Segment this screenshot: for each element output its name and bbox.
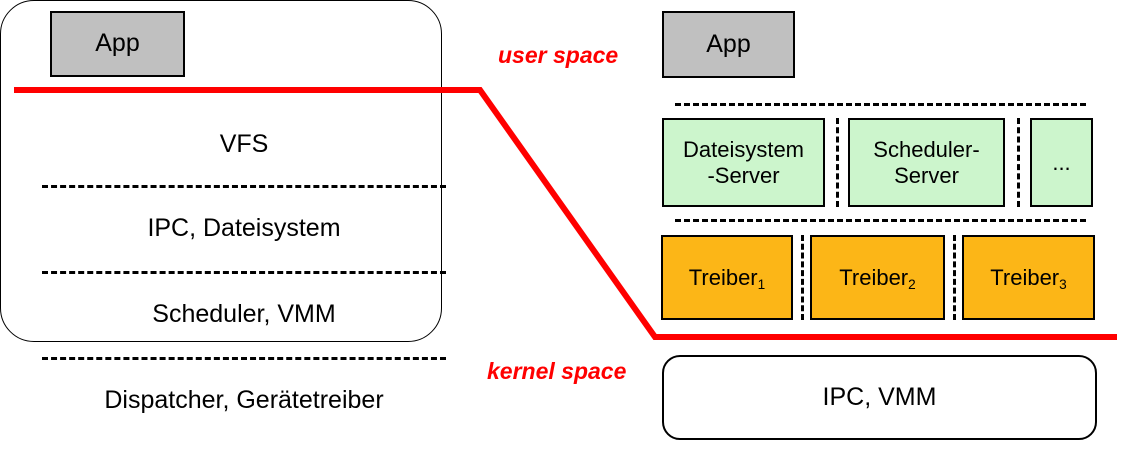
driver-box-1-index: 1 bbox=[757, 276, 766, 292]
kernel-layer-vfs: VFS bbox=[24, 103, 464, 185]
kernel-layer-ipc-fs: IPC, Dateisystem bbox=[24, 185, 464, 271]
app-label-right: App bbox=[706, 29, 751, 58]
app-box-right: App bbox=[662, 11, 795, 78]
server-box-filesystem-line2: -Server bbox=[707, 162, 780, 188]
driver-box-2-label: Treiber2 bbox=[839, 264, 916, 292]
server-box-scheduler: Scheduler- Server bbox=[848, 118, 1005, 207]
driver-box-3: Treiber3 bbox=[962, 235, 1095, 320]
server-box-ellipsis-line1: ... bbox=[1052, 149, 1071, 175]
driver-box-3-index: 3 bbox=[1059, 276, 1067, 292]
server-separator-1 bbox=[836, 118, 839, 207]
server-box-filesystem-line1: Dateisystem bbox=[682, 136, 805, 162]
server-separator-2 bbox=[1017, 118, 1020, 207]
driver-box-1-name: Treiber bbox=[688, 264, 758, 290]
microkernel-label: IPC, VMM bbox=[822, 382, 937, 411]
app-box-left: App bbox=[50, 11, 185, 77]
driver-box-1: Treiber1 bbox=[661, 235, 793, 320]
user-space-label: user space bbox=[498, 42, 619, 68]
server-divider-bottom bbox=[675, 219, 1086, 222]
driver-box-2-index: 2 bbox=[908, 276, 916, 292]
app-label-left: App bbox=[95, 29, 140, 58]
server-box-scheduler-line1: Scheduler- bbox=[873, 136, 980, 162]
server-box-ellipsis: ... bbox=[1030, 118, 1093, 207]
driver-box-2-name: Treiber bbox=[839, 264, 909, 290]
kernel-layer-scheduler-vmm: Scheduler, VMM bbox=[24, 271, 464, 357]
driver-box-2: Treiber2 bbox=[810, 235, 945, 320]
kernel-layer-dispatcher-drivers-label: Dispatcher, Gerätetreiber bbox=[104, 385, 384, 414]
driver-box-3-label: Treiber3 bbox=[990, 264, 1067, 292]
kernel-layer-vfs-label: VFS bbox=[219, 129, 269, 158]
kernel-space-label: kernel space bbox=[487, 358, 627, 384]
kernel-divider-3 bbox=[42, 357, 446, 360]
driver-separator-1 bbox=[801, 235, 804, 320]
microkernel-box: IPC, VMM bbox=[662, 355, 1097, 440]
server-box-filesystem: Dateisystem -Server bbox=[662, 118, 825, 207]
kernel-layer-dispatcher-drivers: Dispatcher, Gerätetreiber bbox=[24, 357, 464, 443]
kernel-layer-ipc-fs-label: IPC, Dateisystem bbox=[147, 213, 341, 242]
driver-box-3-name: Treiber bbox=[990, 264, 1060, 290]
server-divider-top bbox=[675, 103, 1086, 106]
server-box-scheduler-line2: Server bbox=[894, 162, 959, 188]
driver-box-1-label: Treiber1 bbox=[688, 264, 766, 292]
driver-separator-2 bbox=[953, 235, 956, 320]
kernel-layer-scheduler-vmm-label: Scheduler, VMM bbox=[152, 299, 336, 328]
